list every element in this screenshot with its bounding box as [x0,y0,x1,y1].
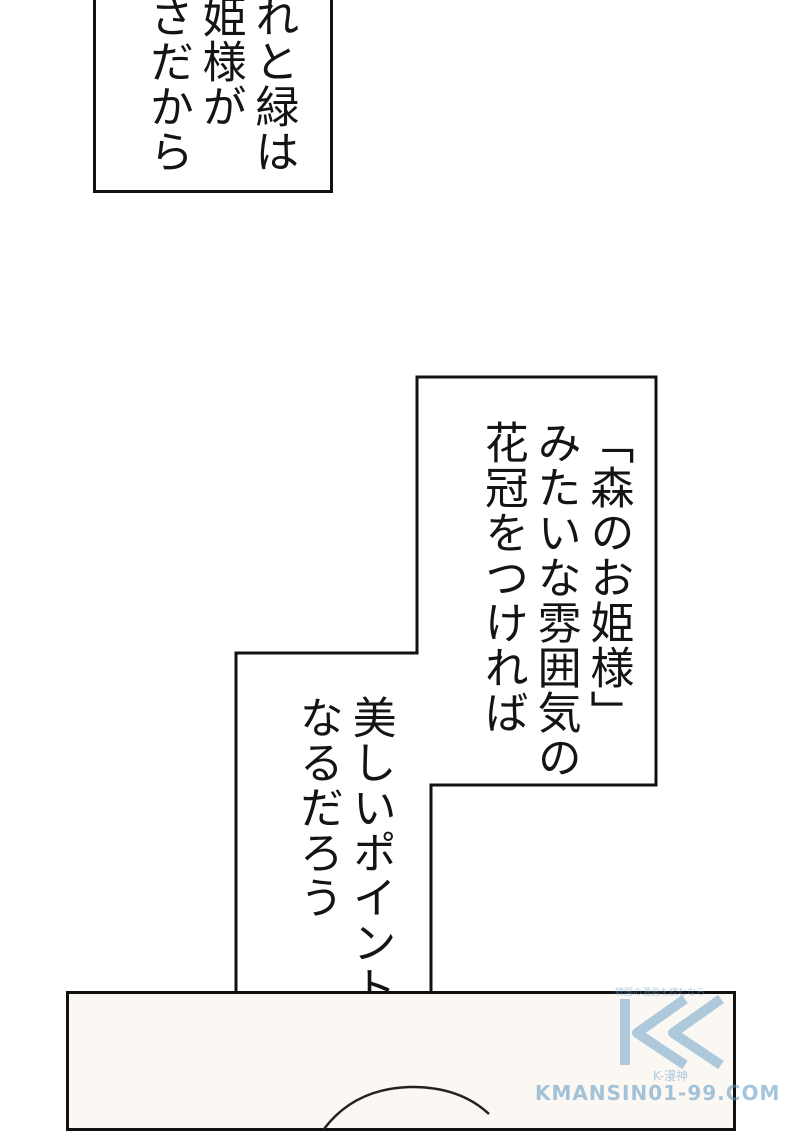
watermark-url: KMANSIN01-99.COM [535,1081,781,1105]
caption-text-top: れと緑は 姫様が さだから [140,0,299,174]
caption-line: さだから [141,0,193,174]
caption-line: みたいな雰囲気の [529,420,581,780]
caption-line: 花冠をつければ [476,420,528,735]
watermark-top-text: 韓国の漫画を読むなら [615,988,706,998]
caption-line: なるだろう [291,695,343,920]
watermark-logo: 韓国の漫画を読むなら K-漫神 KMANSIN01-99.COM [535,985,800,1111]
caption-box-stepped [234,375,658,1047]
caption-line: 「森のお姫様」 [582,420,634,735]
caption-line: れと緑は [247,0,299,174]
watermark-sub-text: K-漫神 [653,1069,688,1083]
caption-line: 姫様が [194,0,246,129]
k-logo-icon [620,994,724,1070]
caption-box-top [93,0,333,193]
caption-text-right: 「森のお姫様」 みたいな雰囲気の 花冠をつければ [475,420,634,780]
panel-sketch [323,1085,490,1130]
